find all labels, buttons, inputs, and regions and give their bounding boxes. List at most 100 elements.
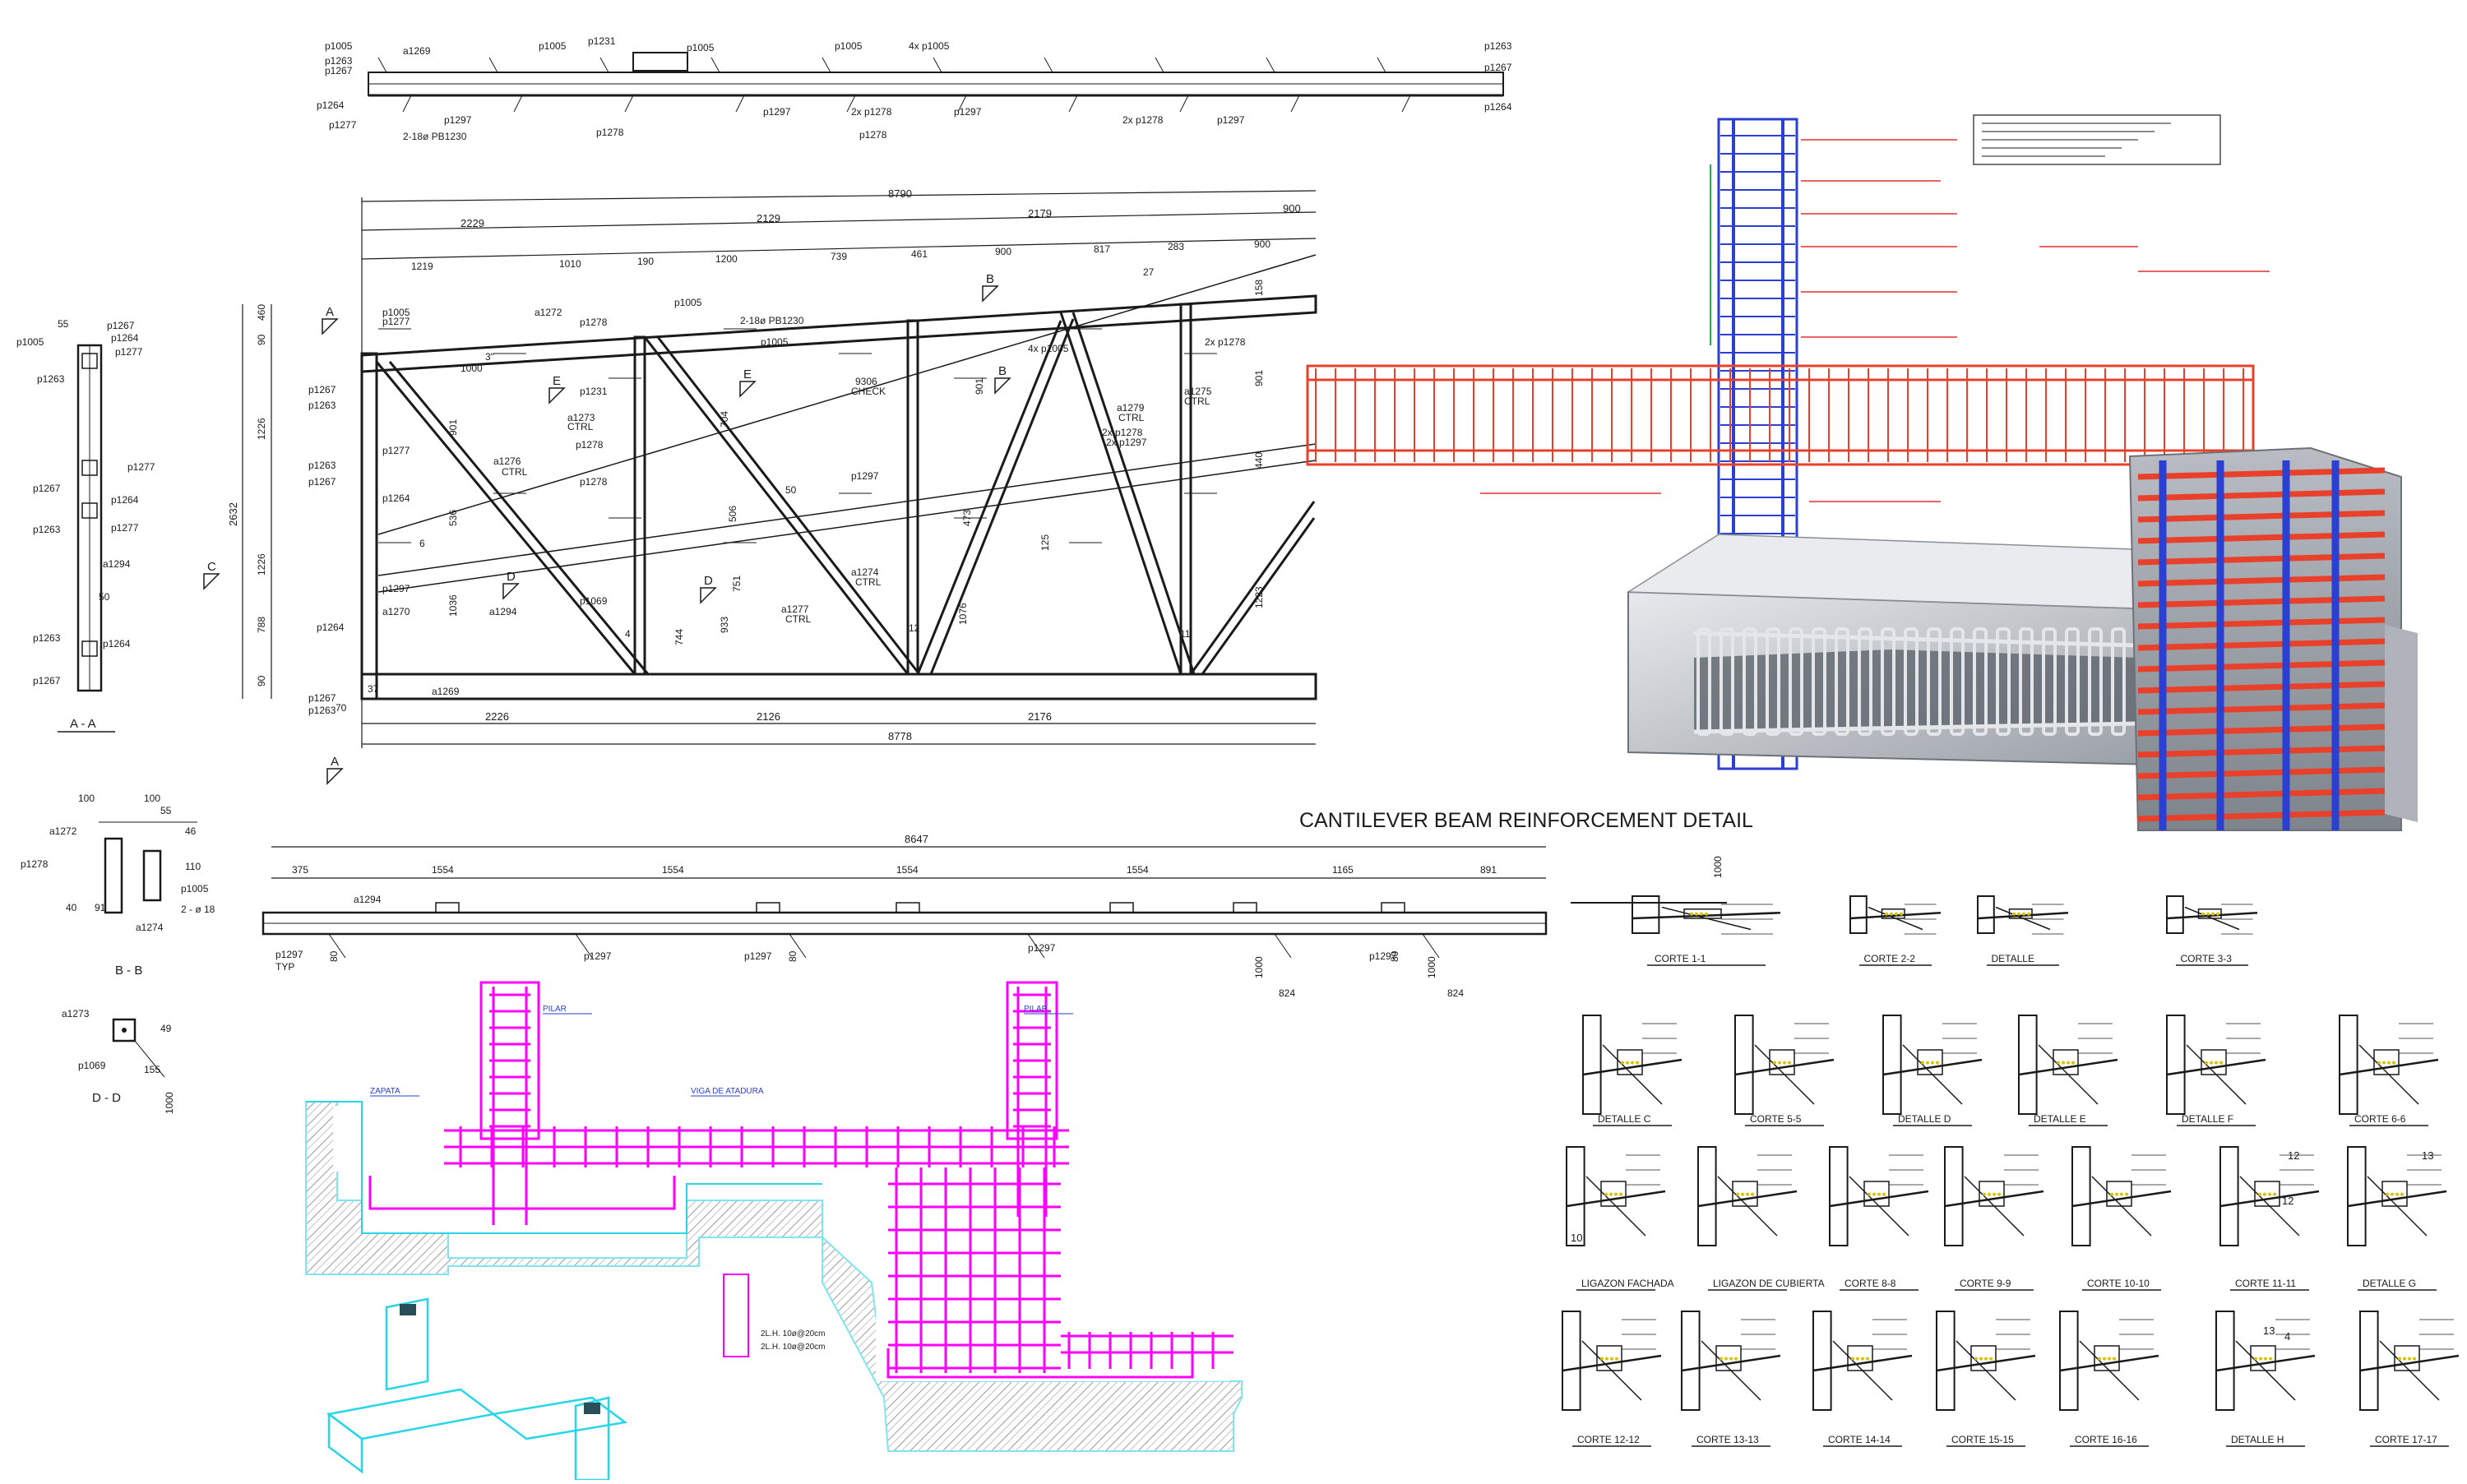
steel-detail-plate <box>1847 1345 1873 1371</box>
bottom-chord-dim: 1554 <box>432 864 454 876</box>
footing-label: ZAPATA <box>370 1087 400 1096</box>
dim-bottom: 2176 <box>1028 710 1052 723</box>
cage-stirrup <box>2019 627 2034 736</box>
pier-right <box>1006 981 1058 1140</box>
truss-member-label: 2x p1278 <box>1102 427 1143 438</box>
truss-member-label: a1276 <box>493 455 521 467</box>
steel-detail-member <box>2359 1311 2379 1411</box>
steel-detail-bolt <box>2211 912 2215 916</box>
steel-detail-member <box>1882 1015 1902 1115</box>
steel-detail-bolt <box>1997 1192 2001 1196</box>
steel-detail-bolt <box>1729 1357 1733 1361</box>
steel-detail-beam <box>1849 912 1942 920</box>
steel-detail-bolt <box>1621 1061 1624 1065</box>
steel-detail-bolt <box>1931 1061 1934 1065</box>
steel-detail-bolt <box>1615 1357 1618 1361</box>
steel-detail-bolt <box>1736 1192 1739 1196</box>
top-chord-leader <box>1377 57 1386 73</box>
section-aa-plate <box>81 640 98 657</box>
cantilever-caption: CANTILEVER BEAM REINFORCEMENT DETAIL <box>1299 809 1753 832</box>
steel-detail-bolt <box>2216 912 2219 916</box>
truss-member-label: p1264 <box>317 622 345 633</box>
truss-diagonal-5 <box>1189 501 1316 675</box>
dim-upper: 900 <box>1283 202 1301 215</box>
column-3d-tie <box>2137 681 2386 694</box>
steel-detail-bolt <box>2392 1061 2395 1065</box>
bottom-chord-label: TYP <box>275 961 294 973</box>
top-chord-leader <box>1179 95 1189 113</box>
steel-detail-beam <box>1734 1058 1835 1076</box>
section-mark-arrow <box>700 587 717 604</box>
truss-member-label: a1272 <box>535 307 562 318</box>
truss-diagonals <box>375 312 1316 675</box>
truss-vertical-2 <box>906 319 919 676</box>
steel-detail-member <box>1632 895 1660 934</box>
steel-detail: CORTE 1-1 <box>1632 895 1781 966</box>
bottom-chord-dim: 1554 <box>1127 864 1149 876</box>
top-chord-label: p1297 <box>954 106 982 118</box>
footing-label: PILAR <box>543 1005 567 1014</box>
steel-detail-bolt <box>1609 1192 1613 1196</box>
dim-line-upper <box>361 211 1317 231</box>
section-bb-dim: 40 <box>66 902 77 913</box>
steel-detail-plate <box>1617 1049 1643 1075</box>
iso-column-left <box>385 1297 429 1391</box>
steel-detail-bolt <box>1983 1192 1986 1196</box>
steel-detail-title: CORTE 2-2 <box>1864 953 1916 964</box>
steel-detail-bolt <box>1989 1357 1993 1361</box>
steel-detail-bolt <box>1600 1357 1604 1361</box>
cage-stirrup <box>2088 627 2103 736</box>
steel-detail-beam <box>2018 1058 2118 1076</box>
steel-detail-bolt <box>1984 1357 1988 1361</box>
steel-detail-bolt <box>2067 1061 2070 1065</box>
dim-web-length: 704 <box>719 411 730 428</box>
steel-detail-bolt <box>1741 1192 1744 1196</box>
steel-detail-plate <box>2094 1345 2120 1371</box>
steel-detail-beam <box>1582 1058 1682 1076</box>
steel-detail-beam <box>2347 1190 2447 1208</box>
section-bb-label: p1278 <box>21 858 49 870</box>
truss-top-chord <box>360 294 1317 373</box>
truss-member-label: 4x p1005 <box>1028 343 1069 354</box>
truss-diagonal-3 <box>916 320 1062 675</box>
cage-stirrup <box>1743 627 1757 736</box>
steel-detail-bolt <box>2387 1061 2391 1065</box>
truss-member-label: p1277 <box>382 316 410 327</box>
steel-detail: CORTE 17-17 <box>2359 1311 2460 1447</box>
section-aa-label: p1267 <box>33 675 61 687</box>
section-aa-label: p1005 <box>16 336 44 348</box>
bottom-chord-plate <box>756 902 780 913</box>
dim-right: 1223 <box>1253 586 1265 608</box>
footing-bottom-mat-left <box>368 1176 676 1210</box>
dim-web-length: 901 <box>447 419 459 436</box>
truss-member-label: p1278 <box>576 439 604 451</box>
top-chord-label: p1277 <box>329 119 357 131</box>
section-mark-letter: E <box>553 374 561 388</box>
steel-detail-bolt <box>1921 1061 1924 1065</box>
footing-note: 2L.H. 10ø@20cm <box>761 1343 826 1352</box>
section-bb-label: a1272 <box>49 825 77 837</box>
dim-left: 788 <box>256 617 267 633</box>
steel-detail-bolt <box>2269 1357 2272 1361</box>
cage-stirrup <box>1789 627 1803 736</box>
top-chord-leader <box>735 95 745 113</box>
bottom-chord-dim: 891 <box>1480 864 1497 876</box>
steel-detail-mark: 4 <box>2284 1330 2290 1343</box>
cage-stirrup <box>1858 627 1872 736</box>
section-aa-label: p1263 <box>37 373 65 385</box>
section-aa-label: p1263 <box>33 524 61 535</box>
cage-stirrup <box>1904 627 1919 736</box>
footing-outline-left <box>306 1101 822 1234</box>
steel-detail-beam <box>2219 1190 2320 1208</box>
dim-left: 460 <box>256 304 267 321</box>
cantilever-leader-lines <box>1480 139 2270 502</box>
section-bb-web <box>142 849 162 902</box>
top-chord-label: p1231 <box>588 35 616 47</box>
steel-detail-plate <box>2201 1049 2227 1075</box>
steel-detail-plate <box>1917 1049 1943 1075</box>
cage-stirrup <box>1766 627 1780 736</box>
iso-tie-beam <box>490 1396 628 1440</box>
steel-detail-mark: 13 <box>2263 1325 2275 1337</box>
steel-detail-bolt <box>2408 1357 2411 1361</box>
section-mark-arrow <box>203 573 220 590</box>
